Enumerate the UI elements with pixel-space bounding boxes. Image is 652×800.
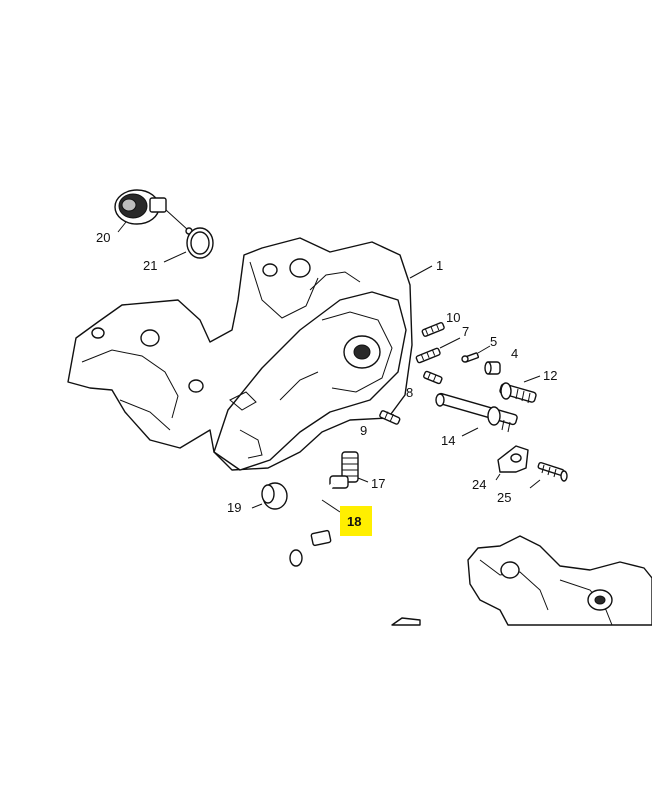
leader-1	[409, 265, 433, 279]
adjacent-housing-partial	[391, 535, 652, 626]
label-1: 1	[436, 258, 443, 273]
part-19-grommet	[261, 482, 288, 510]
label-25: 25	[497, 490, 511, 505]
label-24: 24	[472, 477, 486, 492]
label-14: 14	[441, 433, 455, 448]
label-21: 21	[143, 258, 157, 273]
highlight-18	[340, 506, 372, 536]
crop-mask	[0, 626, 652, 800]
label-19: 19	[227, 500, 241, 515]
leader-17	[357, 477, 369, 483]
part-20-assembly	[114, 189, 193, 235]
part-1-crankcase	[67, 237, 413, 471]
leader-5	[477, 345, 491, 354]
part-21-o-ring	[186, 227, 214, 259]
part-12-collar-stud	[499, 382, 537, 404]
label-10: 10	[446, 310, 460, 325]
label-12: 12	[543, 368, 557, 383]
part-4-sleeve	[484, 361, 501, 375]
label-17: 17	[371, 476, 385, 491]
label-18: 18	[347, 514, 361, 529]
leader-24	[495, 473, 501, 481]
part-25-screw	[537, 461, 568, 482]
part-14-long-stud	[435, 392, 518, 433]
leader-25	[529, 479, 541, 489]
leader-19	[251, 503, 263, 509]
label-4: 4	[511, 346, 518, 361]
part-8-stud	[423, 370, 443, 385]
label-5: 5	[490, 334, 497, 349]
label-8: 8	[406, 385, 413, 400]
leader-18	[321, 499, 341, 513]
leader-14	[461, 427, 479, 437]
label-9: 9	[360, 423, 367, 438]
part-24-bracket	[497, 445, 529, 473]
label-7: 7	[462, 324, 469, 339]
part-18-oil-hose	[287, 482, 336, 567]
part-10-stud	[421, 322, 445, 337]
leader-12	[523, 375, 541, 383]
part-5-screw	[461, 352, 480, 363]
leader-20	[117, 221, 127, 233]
part-9-screw	[379, 410, 401, 425]
part-17-fitting	[329, 451, 359, 489]
label-20: 20	[96, 230, 110, 245]
leader-7	[439, 337, 461, 349]
leader-21	[163, 251, 187, 263]
part-7-stud	[415, 347, 441, 364]
